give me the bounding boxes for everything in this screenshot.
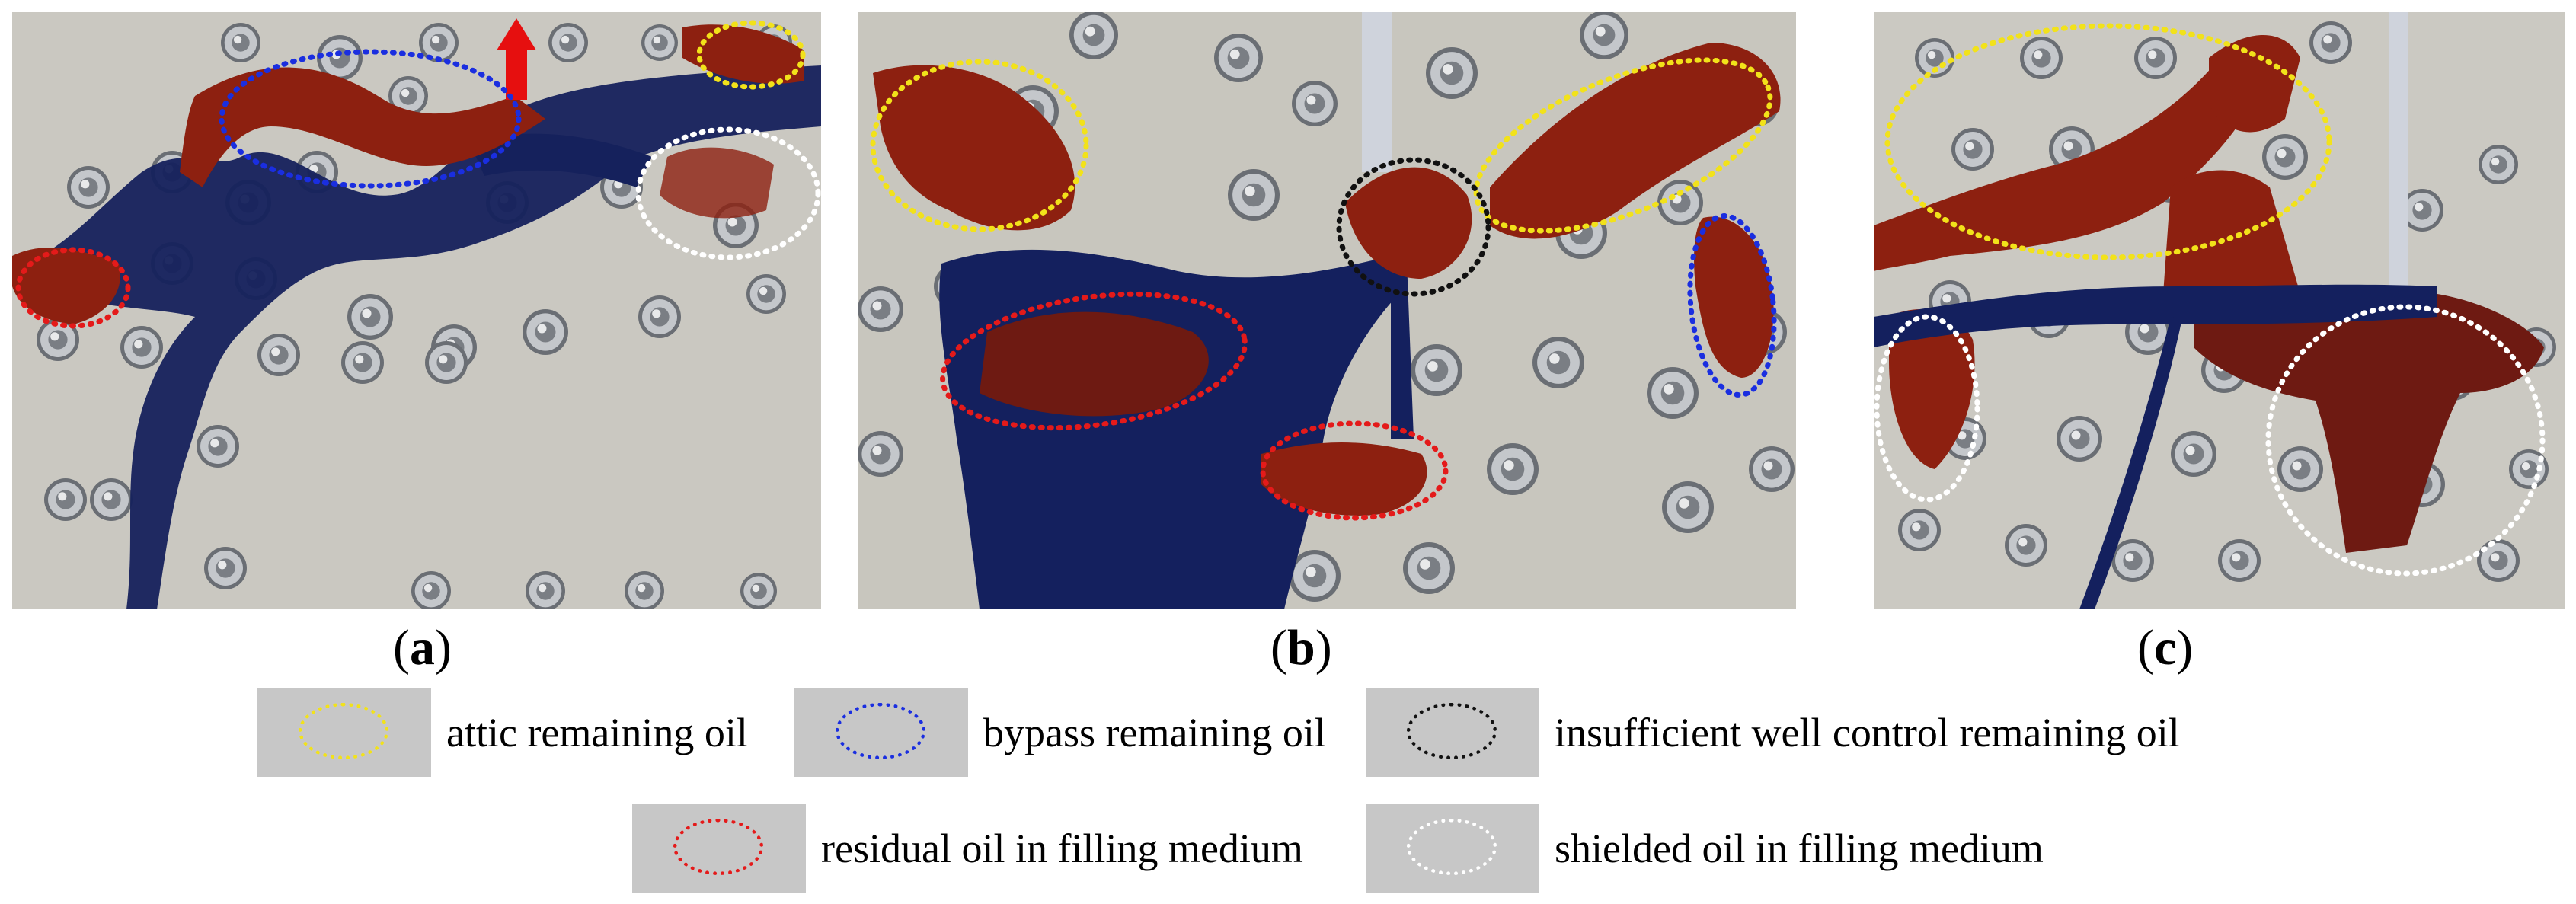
legend-swatch-shielded xyxy=(1366,804,1539,893)
ellipse-attic xyxy=(1884,23,2332,260)
well-pipe xyxy=(2389,12,2408,294)
legend-swatch-well-control xyxy=(1366,688,1539,777)
ellipse-well-control xyxy=(1336,157,1491,297)
ellipse-residual xyxy=(15,247,131,329)
photo-panel-b xyxy=(858,12,1796,609)
ellipse-residual-2 xyxy=(1260,420,1449,521)
legend-label-well-control: insufficient well control remaining oil xyxy=(1555,710,2180,755)
dotted-ellipse-icon xyxy=(1407,703,1497,759)
photo-panel-c xyxy=(1874,12,2565,609)
ellipse-shielded-1 xyxy=(1874,314,1980,503)
panel-label-b: (b) xyxy=(1270,620,1332,676)
legend-swatch-attic xyxy=(257,688,431,777)
legend-item-well-control: insufficient well control remaining oil xyxy=(1366,688,2180,777)
bolt-head-icon xyxy=(37,23,792,609)
micromodel-photo-c xyxy=(1874,12,2565,609)
micromodel-photo-a xyxy=(12,12,821,609)
ellipse-attic-1 xyxy=(870,59,1089,232)
ellipse-shielded xyxy=(635,126,821,260)
dotted-ellipse-icon xyxy=(673,819,763,875)
legend-item-residual: residual oil in filling medium xyxy=(632,804,1303,893)
dotted-ellipse-icon xyxy=(299,703,388,759)
legend-label-shielded: shielded oil in filling medium xyxy=(1555,826,2044,871)
panel-label-a: (a) xyxy=(393,620,452,676)
legend-item-attic: attic remaining oil xyxy=(257,688,748,777)
arrow-up-icon xyxy=(497,18,536,100)
legend-item-shielded: shielded oil in filling medium xyxy=(1366,804,2044,893)
ellipse-bypass xyxy=(219,49,522,189)
ellipse-attic xyxy=(696,20,806,90)
ellipse-residual-1 xyxy=(940,291,1248,431)
ellipse-shielded-2 xyxy=(2265,304,2546,577)
dotted-ellipse-icon xyxy=(836,703,925,759)
legend-swatch-residual xyxy=(632,804,806,893)
legend-item-bypass: bypass remaining oil xyxy=(794,688,1326,777)
legend-swatch-bypass xyxy=(794,688,968,777)
micromodel-photo-b xyxy=(858,12,1796,609)
photo-panel-a xyxy=(12,12,821,609)
panel-label-c: (c) xyxy=(2137,620,2194,676)
well-pipe xyxy=(1362,12,1392,172)
ellipse-attic-2 xyxy=(1473,57,1773,234)
legend-label-residual: residual oil in filling medium xyxy=(821,826,1303,871)
dotted-ellipse-icon xyxy=(1407,819,1497,875)
legend-label-bypass: bypass remaining oil xyxy=(983,710,1326,755)
ellipse-bypass xyxy=(1687,213,1777,398)
legend-label-attic: attic remaining oil xyxy=(446,710,748,755)
